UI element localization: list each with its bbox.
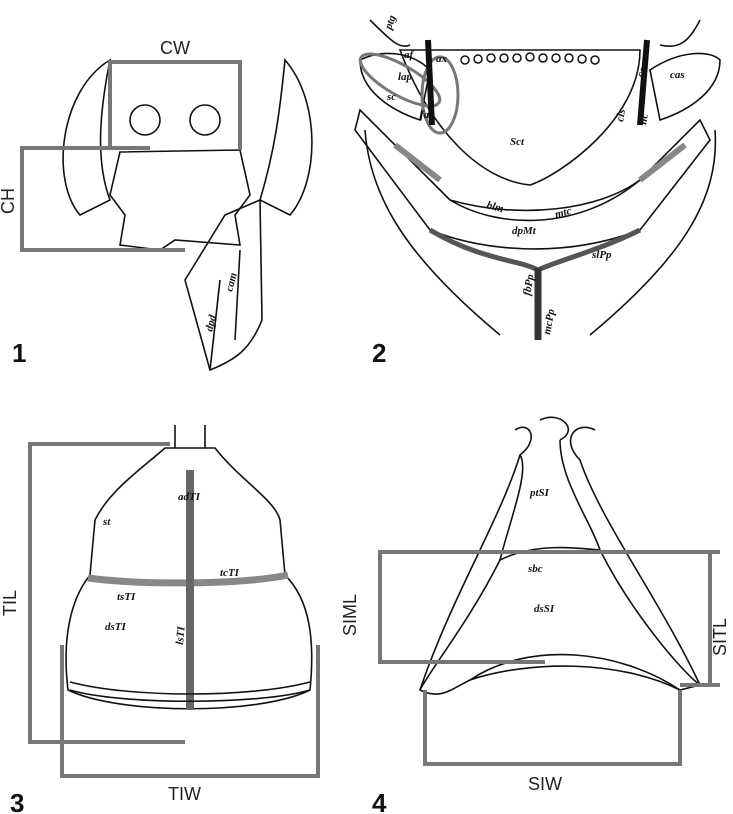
label-ax: ax <box>436 53 448 65</box>
label-sbc: sbc <box>527 563 543 575</box>
label-slpp: slPp <box>591 249 612 261</box>
panel-2-thorax <box>354 19 721 340</box>
panel-4-sternite <box>378 416 720 766</box>
label-tsti: tsTI <box>117 591 136 603</box>
label-mtc: mtc <box>554 205 573 221</box>
label-lic: lic <box>637 112 651 125</box>
sitl-label: SITL <box>710 618 730 656</box>
label-fa: fa <box>420 109 430 121</box>
siml-label: SIML <box>340 594 360 636</box>
label-dssi: dsSI <box>534 603 555 615</box>
ch-label: CH <box>0 188 18 214</box>
label-dsti: dsTI <box>105 621 127 633</box>
label-sc: sc <box>386 91 396 103</box>
label-cam: cam <box>223 271 240 293</box>
label-ptg: ptg <box>382 13 399 32</box>
label-cax: cax <box>635 60 652 79</box>
label-sct: Sct <box>510 136 525 148</box>
label-af: af <box>404 49 415 61</box>
label-dpmt: dpMt <box>512 225 537 237</box>
label-dpd: dpd <box>203 313 219 333</box>
tiw-label: TIW <box>168 784 201 804</box>
panel-1-head <box>20 58 313 372</box>
cw-label: CW <box>160 38 190 58</box>
panel-number-2: 2 <box>372 338 386 368</box>
label-cas: cas <box>670 69 685 81</box>
panel-number-4: 4 <box>372 788 387 814</box>
label-blm: blm <box>485 199 505 215</box>
panel-number-3: 3 <box>10 788 24 814</box>
siw-label: SIW <box>528 774 562 794</box>
panel-3-tergite <box>28 425 320 778</box>
label-st: st <box>102 516 111 528</box>
label-ptsi: ptSI <box>529 487 550 499</box>
label-cls: cls <box>614 108 628 122</box>
label-mcpp: mcPp <box>541 308 557 336</box>
label-adti: adTI <box>178 491 201 503</box>
til-label: TIL <box>0 590 20 616</box>
label-fbpp: fbPp <box>521 273 537 297</box>
label-lsti: lsTI <box>174 625 188 645</box>
label-tcti: tcTI <box>220 567 240 579</box>
panel-number-1: 1 <box>12 338 26 368</box>
label-lap: lap <box>398 71 413 83</box>
